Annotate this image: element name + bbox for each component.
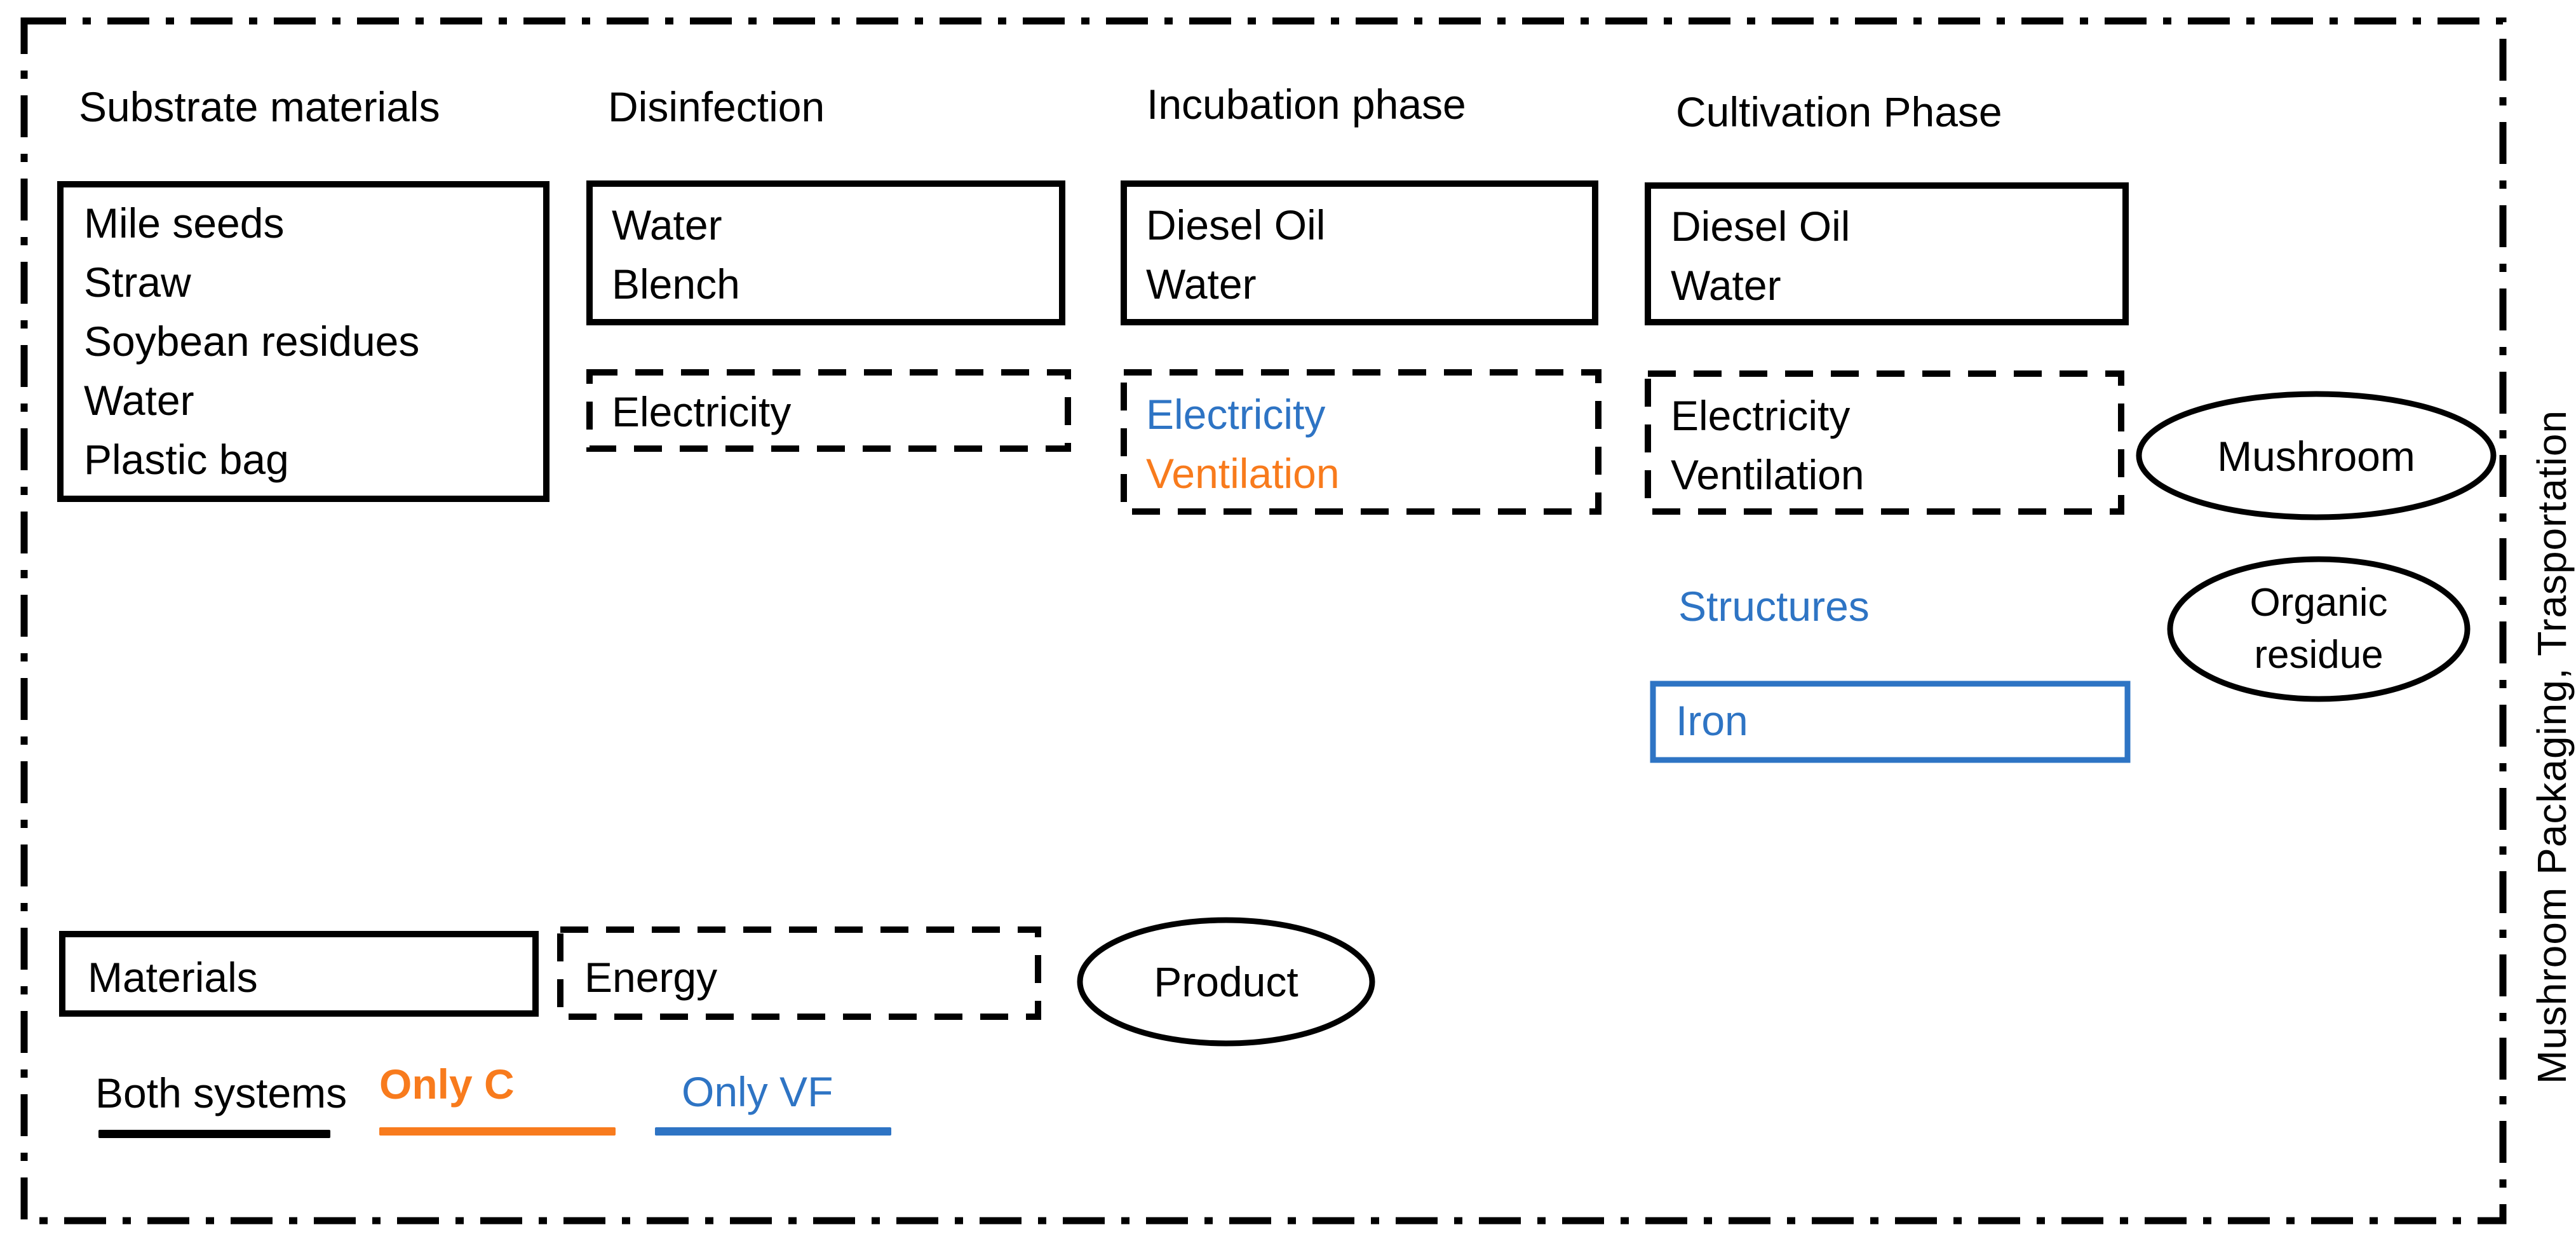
system-boundary-border [20,17,2507,1224]
legend-energy-label: Energy [584,954,718,1001]
legend-materials-label: Materials [88,954,258,1001]
cultivation-energy-item-ventilation: Ventilation [1671,451,1865,498]
substrate-heading: Substrate materials [79,83,440,130]
product-ellipse-outline [1077,917,1375,1047]
cultivation-materials-box-outline [1645,182,2129,325]
iron-label: Iron [1676,697,1748,744]
disinfection-materials-box-outline [586,180,1065,325]
organic-residue-output: Organic residue [2170,559,2467,699]
mushroom-output-label: Mushroom [2217,432,2415,480]
legend-only-c-line [379,1127,616,1136]
legend-only-c-label: Only C [379,1061,515,1108]
incubation-material-item: Water [1146,261,1257,308]
cultivation-heading: Cultivation Phase [1676,88,2002,135]
cultivation-material-item: Water [1671,262,1781,309]
substrate-item: Water [84,377,194,424]
disinfection-materials-list: Water Blench [612,196,740,314]
substrate-item: Soybean residues [84,318,420,365]
incubation-energy-item-electricity: Electricity [1146,391,1326,438]
legend-materials-box-outline [59,931,539,1017]
packaging-transportation-side-label: Mushroom Packaging, Trasportation [2529,409,2575,1084]
cultivation-energy-box-outline [1645,370,2124,515]
substrate-item: Plastic bag [84,436,289,483]
iron-box-outline [1650,681,2131,763]
disinfection-heading: Disinfection [608,83,825,130]
cultivation-material-item: Diesel Oil [1671,203,1851,250]
substrate-item: Mile seeds [84,200,285,247]
legend-product-label: Product [1154,958,1298,1005]
legend-both-systems-line [98,1130,330,1138]
legend-energy-box-outline [557,926,1041,1020]
mushroom-ellipse-outline [2136,391,2497,520]
substrate-item-list: Mile seeds Straw Soybean residues Water … [84,194,419,489]
incubation-heading: Incubation phase [1147,81,1466,128]
incubation-material-item: Diesel Oil [1146,201,1326,248]
disinfection-material-item: Blench [612,261,740,308]
incubation-materials-box-outline [1121,180,1598,325]
substrate-box-outline [57,181,550,502]
legend-only-vf-label: Only VF [682,1068,833,1115]
organic-residue-output-label: Organic residue [2249,581,2388,677]
incubation-energy-box-outline [1121,369,1602,515]
incubation-energy-item-ventilation: Ventilation [1146,450,1340,497]
organic-residue-ellipse-outline [2167,556,2471,702]
mushroom-output: Mushroom [2139,394,2493,518]
legend-both-systems-label: Both systems [95,1069,347,1116]
incubation-energy-list: Electricity Ventilation [1146,385,1340,503]
disinfection-energy-box-outline [586,369,1071,452]
disinfection-energy-item: Electricity [612,388,792,435]
cultivation-materials-list: Diesel Oil Water [1671,197,1850,315]
legend-product-ellipse: Product [1080,920,1372,1043]
incubation-materials-list: Diesel Oil Water [1146,196,1325,314]
disinfection-material-item: Water [612,201,722,248]
cultivation-energy-item-electricity: Electricity [1671,392,1851,439]
disinfection-energy-list: Electricity [612,389,791,435]
cultivation-energy-list: Electricity Ventilation [1671,386,1865,505]
legend-only-vf-line [655,1127,891,1136]
substrate-item: Straw [84,259,191,306]
structures-label: Structures [1678,583,1870,630]
